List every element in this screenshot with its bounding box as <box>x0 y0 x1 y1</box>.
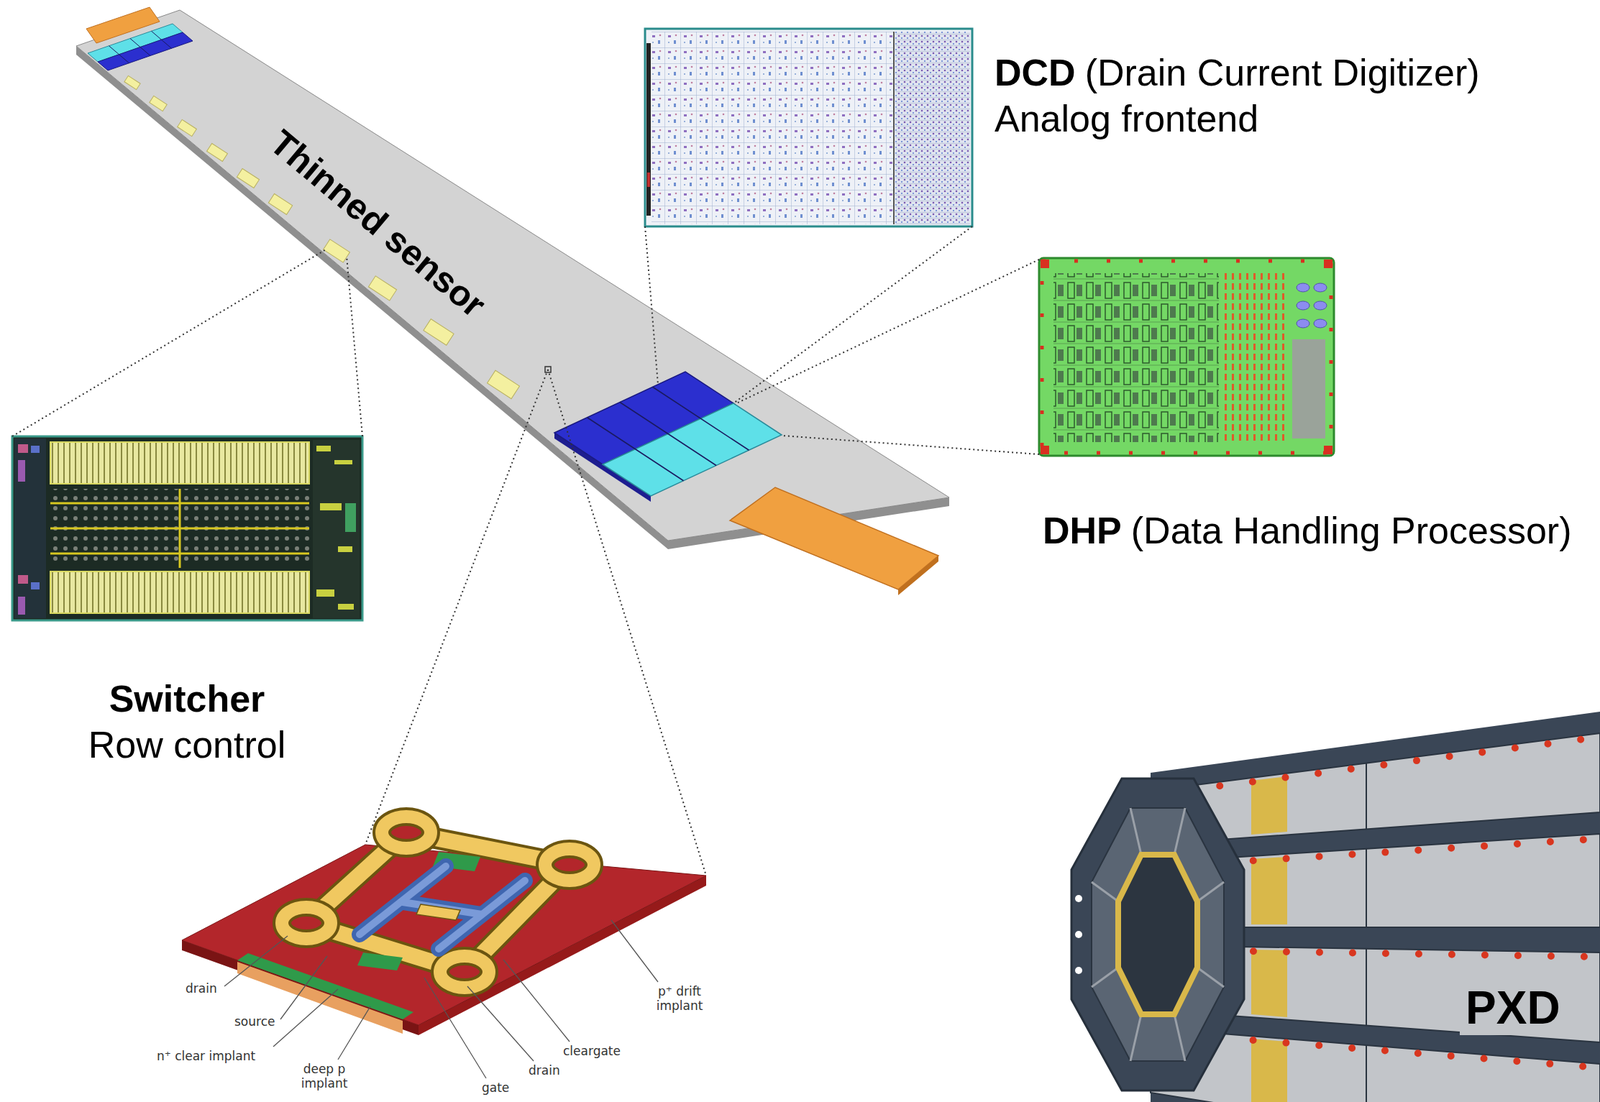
chip-function: Row control <box>88 724 287 768</box>
part-label: gate <box>481 1081 510 1096</box>
dcd-layout-image <box>645 28 973 227</box>
switcher-layout-image <box>12 436 363 621</box>
dhp-layout-image <box>1039 258 1334 456</box>
part-label: p⁺ drift implant <box>647 985 712 1014</box>
part-label: source <box>234 1015 275 1030</box>
chip-description: (Drain Current Digitizer) <box>1085 51 1480 95</box>
part-label: drain <box>185 982 218 997</box>
chip-name: DCD <box>994 51 1076 95</box>
leader-lines <box>12 226 1040 876</box>
sensor-ladder <box>76 7 950 596</box>
part-label: n⁺ clear implant <box>156 1049 256 1065</box>
chip-name: Switcher <box>109 678 266 722</box>
depfet-pixel <box>181 816 707 1036</box>
sensor-label: Thinned sensor <box>261 122 494 326</box>
chip-description: (Data Handling Processor) <box>1131 509 1572 553</box>
pxd-detector <box>1071 711 1600 1102</box>
chip-function: Analog frontend <box>994 97 1259 141</box>
label-leaders <box>224 920 658 1079</box>
part-label: cleargate <box>563 1044 621 1060</box>
chip-name: DHP <box>1042 509 1122 553</box>
detector-name: PXD <box>1459 982 1567 1036</box>
part-label: deep p implant <box>291 1062 357 1091</box>
part-label: drain <box>528 1064 561 1079</box>
